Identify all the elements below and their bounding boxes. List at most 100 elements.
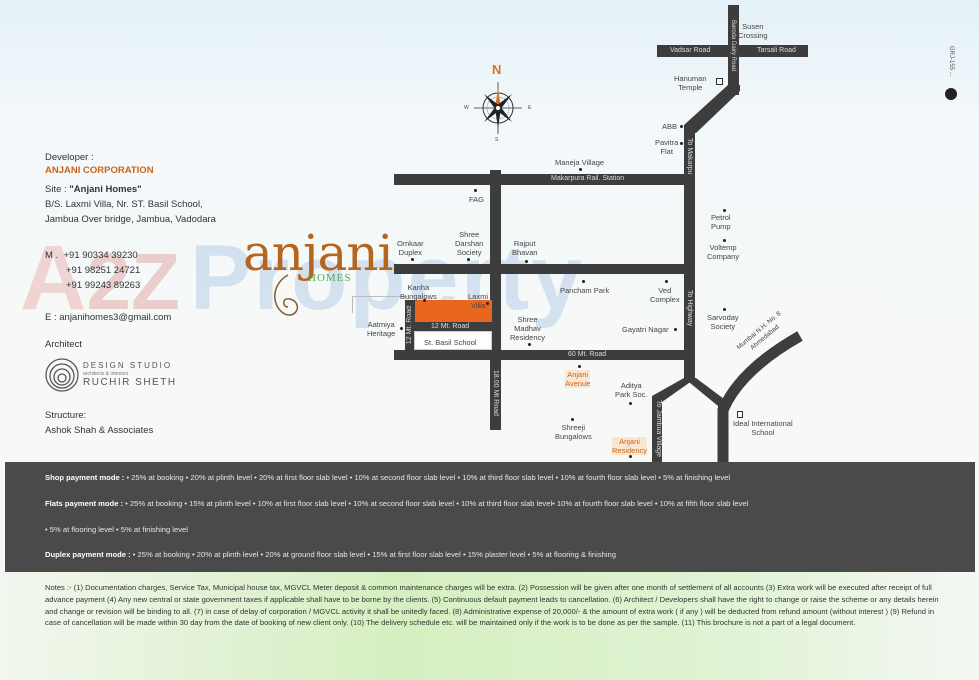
site-prefix: Site : [45, 184, 70, 195]
label-makarpura-station: Makarpura Rail. Station [551, 175, 625, 182]
structure-label: Structure: [45, 410, 87, 421]
road-18mt [490, 360, 501, 430]
site-name: "Anjani Homes" [69, 184, 142, 195]
label-to-jambua-village: To Jambua Village [655, 400, 662, 458]
road-makarpura-station [394, 174, 694, 185]
architect-logo-line1: DESIGN STUDIO [83, 361, 173, 370]
logo-swirl-icon [274, 274, 299, 316]
developer-label: Developer : [45, 152, 94, 163]
site-line: Site : "Anjani Homes" [45, 182, 216, 197]
architect-logo-line2: architects & interiors [83, 371, 129, 377]
school-icon [737, 411, 743, 418]
compass: N W E S [464, 62, 532, 143]
label-60mt-road: 60 Mt. Road [568, 351, 607, 358]
plot-outline [352, 296, 407, 313]
label-12mt-road-h: 12 Mt. Road [431, 323, 470, 330]
compass-w: W [464, 105, 469, 111]
place-abb: ABB [662, 122, 678, 131]
label-18mt-road: 18.00 Mt Road [492, 370, 499, 416]
road-horizontal-mid [394, 264, 694, 274]
phone-3[interactable]: +91 99243 89263 [66, 280, 141, 291]
label-baroda-dairy-road: Baroda Dairy Road [730, 20, 736, 72]
compass-n: N [492, 62, 502, 77]
label-12mt-road-v: 12 Mt. Road [406, 306, 413, 345]
watermark-text: Property [190, 227, 585, 329]
label-to-makarpura: To Makarpura [686, 138, 693, 181]
place-basil: St. Basil School [424, 338, 477, 347]
duplex-payment-label: Duplex payment mode : [45, 550, 131, 559]
watermark: A2Z [20, 232, 180, 328]
place-maneja: Maneja Village [555, 158, 605, 167]
developer-block: Developer : ANJANI CORPORATION Site : "A… [45, 150, 216, 227]
place-fag: FAG [469, 195, 485, 204]
duplex-payment-line: Duplex payment mode : • 25% at booking •… [45, 550, 616, 559]
label-to-highway: To Highway [686, 290, 693, 327]
developer-name: ANJANI CORPORATION [45, 165, 154, 176]
architect-logo: DESIGN STUDIO architects & interiors RUC… [45, 358, 245, 394]
flats-payment-line: Flats payment mode : • 25% at booking • … [45, 499, 748, 508]
watermark-z: 2Z [86, 237, 180, 326]
architect-logo-line3: RUCHIR SHETH [83, 377, 177, 388]
flats-payment-label: Flats payment mode : [45, 499, 124, 508]
duplex-payment-text: • 25% at booking • 20% at plinth level •… [130, 550, 616, 559]
road-12mt-vertical [405, 300, 415, 355]
road-diagonal-top [684, 85, 740, 133]
phone-block: M . +91 90334 39230 +91 98251 24721 +91 … [45, 248, 140, 293]
road-fork-junction [652, 331, 803, 462]
watermark-a: A [20, 227, 87, 329]
place-gayatri: Gayatri Nagar [622, 325, 669, 334]
notes-text: Notes :- (1) Documentation charges, Serv… [45, 583, 939, 628]
road-12mt-horizontal [414, 322, 492, 331]
site-plot [414, 300, 492, 322]
watermark-property: Property [190, 232, 584, 324]
email[interactable]: E : anjanihomes3@gmail.com [45, 312, 172, 323]
phone-1[interactable]: +91 90334 39230 [63, 250, 138, 261]
label-tarsali-road: Tarsali Road [757, 47, 796, 54]
temple-icon [716, 78, 723, 85]
structure-block: Structure: Ashok Shah & Associates [45, 408, 153, 438]
address-line-1: B/S. Laxmi Villa, Nr. ST. Basil School, [45, 199, 203, 210]
shop-payment-text: • 25% at booking • 20% at plinth level •… [124, 473, 731, 482]
flats-payment-text: • 25% at booking • 15% at plinth level •… [123, 499, 749, 508]
compass-s: S [495, 137, 499, 143]
st-basil-outline [414, 331, 492, 350]
logo-sub: HOMES [308, 272, 352, 284]
shop-payment-line: Shop payment mode : • 25% at booking • 2… [45, 473, 730, 482]
architect-logo-icon [45, 358, 79, 392]
shop-payment-label: Shop payment mode : [45, 473, 125, 482]
road-baroda-dairy [728, 5, 739, 95]
anjani-homes-logo: anjani HOMES [243, 224, 394, 316]
place-pancham: Pancham Park [560, 286, 610, 295]
notes-background [0, 572, 979, 680]
phone-2[interactable]: +91 98251 24721 [66, 265, 141, 276]
address-line-2: Jambua Over bridge, Jambua, Vadodara [45, 214, 216, 225]
label-vadsar-road: Vadsar Road [670, 47, 711, 54]
payment-band: Shop payment mode : • 25% at booking • 2… [5, 462, 975, 572]
mobile-label: M . [45, 250, 59, 261]
road-to-highway [684, 128, 695, 380]
compass-rose-icon [474, 82, 522, 134]
logo-text: anjani [243, 224, 394, 282]
structure-name: Ashok Shah & Associates [45, 425, 154, 436]
code-label: GRJ-155 ... [948, 46, 954, 77]
road-60mt [394, 350, 694, 360]
compass-e: E [528, 105, 532, 111]
